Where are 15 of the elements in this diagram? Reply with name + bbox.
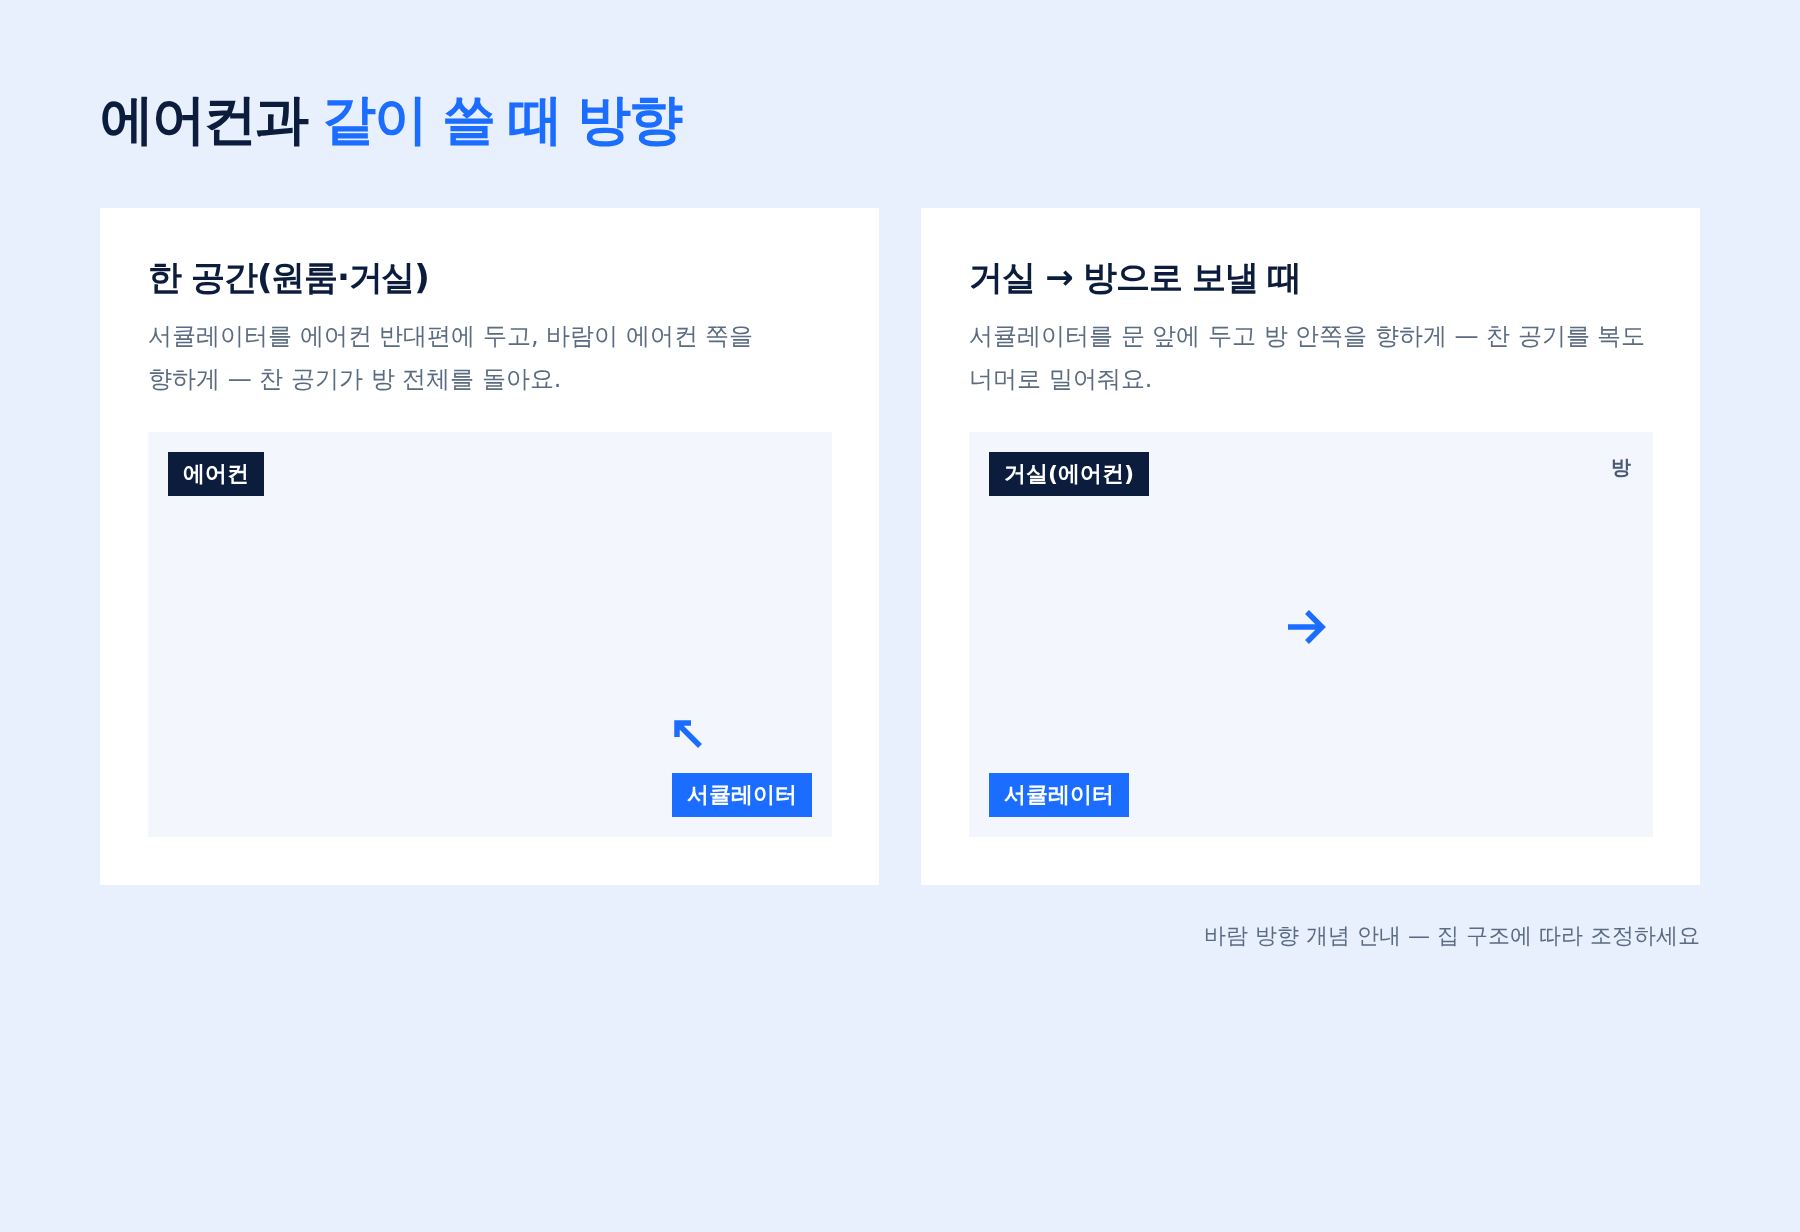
card-heading: 한 공간(원룸·거실) bbox=[148, 257, 429, 297]
card-description: 서큘레이터를 문 앞에 두고 방 안쪽을 향하게 — 찬 공기를 복도 너머로 밀어줘요. bbox=[969, 321, 1647, 395]
room-panel bbox=[969, 432, 1653, 837]
room-panel bbox=[148, 432, 832, 837]
card-heading: 거실 → 방으로 보낼 때 bbox=[969, 257, 1302, 297]
card-description: 서큘레이터를 에어컨 반대편에 두고, 바람이 에어컨 쪽을 향하게 — 찬 공기가 방 전체를 돌아요. bbox=[148, 321, 755, 395]
room-label: 방 bbox=[1611, 455, 1631, 479]
info-card bbox=[921, 208, 1700, 885]
device-label: 서큘레이터 bbox=[989, 773, 1129, 817]
info-card bbox=[100, 208, 879, 885]
device-label: 거실(에어컨) bbox=[989, 452, 1150, 496]
title: 에어컨과 같이 쓸 때 방향 bbox=[100, 87, 682, 153]
device-label: 에어컨 bbox=[168, 452, 264, 496]
device-label: 서큘레이터 bbox=[672, 773, 812, 817]
footnote: 바람 방향 개념 안내 — 집 구조에 따라 조정하세요 bbox=[1204, 922, 1700, 950]
